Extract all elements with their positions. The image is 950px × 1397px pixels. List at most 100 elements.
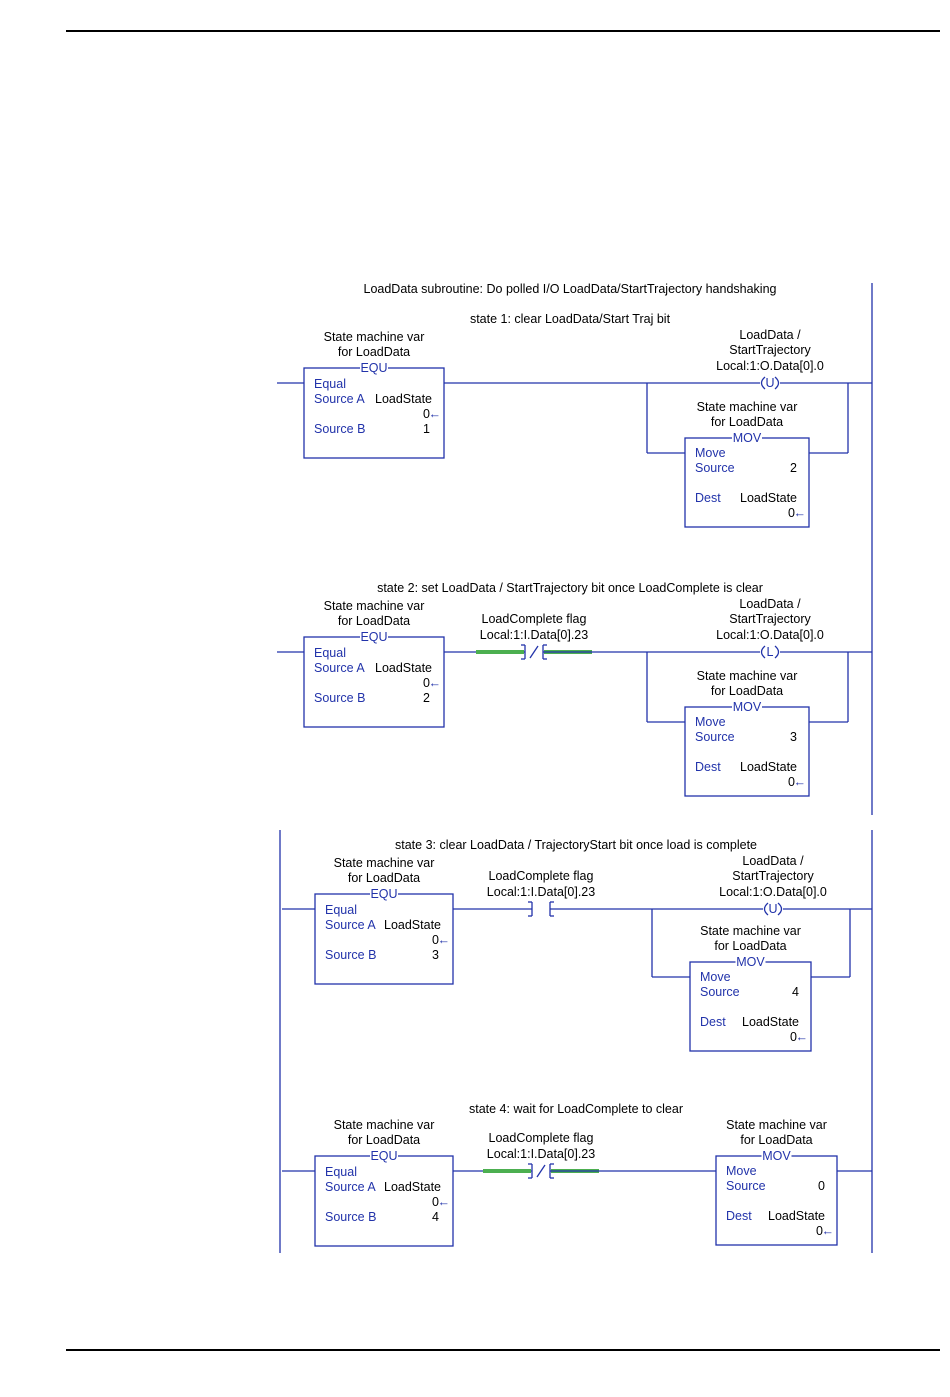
equ-name: Equal: [314, 646, 346, 660]
coil-right-arc: [774, 645, 780, 659]
mov-name: Move: [726, 1164, 757, 1178]
rung-4: state 4: wait for LoadComplete to clearS…: [282, 1102, 872, 1247]
arrow-left-icon: ←: [822, 1224, 835, 1238]
coil-name-line1: LoadData /: [739, 597, 801, 611]
mov-block: [689, 961, 812, 1052]
arrow-left-icon: ←: [796, 1030, 809, 1044]
equ-source-a-label: Source A: [314, 392, 365, 406]
mov-description-line1: State machine var: [700, 924, 801, 938]
equ-mnemonic-bg: [370, 888, 398, 900]
mov-block: [684, 706, 810, 797]
mov-mnemonic: MOV: [762, 1149, 791, 1163]
mov-description-line2: for LoadData: [711, 415, 783, 429]
contact-xio-slash: [529, 645, 539, 659]
equ-source-b-label: Source B: [325, 948, 376, 962]
arrow-left-icon: ←: [794, 506, 807, 520]
equ-name: Equal: [314, 377, 346, 391]
mov-mnemonic: MOV: [733, 700, 762, 714]
contact-xio-slash: [536, 1164, 546, 1178]
equ-mnemonic-bg: [370, 1150, 398, 1162]
coil-name-line2: StartTrajectory: [729, 343, 811, 357]
equ-block: [303, 636, 445, 728]
arrow-left-icon: ←: [794, 775, 807, 789]
contact-tag: Local:1:I.Data[0].23: [487, 1147, 595, 1161]
equ-name: Equal: [325, 1165, 357, 1179]
equ-source-b-label: Source B: [314, 691, 365, 705]
mov-description-line1: State machine var: [697, 669, 798, 683]
page-rule-top: [66, 30, 940, 32]
mov-mnemonic: MOV: [733, 431, 762, 445]
coil-right-arc: [774, 376, 780, 390]
equ-description-line2: for LoadData: [348, 1133, 420, 1147]
equ-description-line1: State machine var: [334, 856, 435, 870]
equ-mnemonic-bg: [360, 631, 388, 643]
equ-source-a-tag: LoadState: [375, 661, 432, 675]
mov-dest-value: 0: [788, 506, 795, 520]
equ-description-line1: State machine var: [334, 1118, 435, 1132]
equ-source-b-value: 2: [423, 691, 430, 705]
rung-comment: state 1: clear LoadData/Start Traj bit: [470, 312, 671, 326]
mov-dest-tag: LoadState: [740, 491, 797, 505]
equ-mnemonic-bg: [360, 362, 388, 374]
equ-source-a-label: Source A: [325, 918, 376, 932]
mov-source-value: 2: [790, 461, 797, 475]
mov-name: Move: [695, 715, 726, 729]
equ-description-line2: for LoadData: [348, 871, 420, 885]
equ-source-b-value: 4: [432, 1210, 439, 1224]
mov-name: Move: [700, 970, 731, 984]
rung-3: state 3: clear LoadData / TrajectoryStar…: [282, 838, 872, 1052]
equ-source-b-label: Source B: [314, 422, 365, 436]
mov-source-value: 0: [818, 1179, 825, 1193]
rung-1: state 1: clear LoadData/Start Traj bitSt…: [277, 312, 872, 528]
equ-source-a-value: 0: [423, 676, 430, 690]
mov-description-line1: State machine var: [697, 400, 798, 414]
equ-mnemonic: EQU: [360, 630, 387, 644]
mov-dest-tag: LoadState: [740, 760, 797, 774]
equ-mnemonic: EQU: [370, 1149, 397, 1163]
coil-left-arc: [763, 902, 769, 916]
rung-2: state 2: set LoadData / StartTrajectory …: [277, 581, 872, 797]
mov-dest-value: 0: [788, 775, 795, 789]
contact-description: LoadComplete flag: [489, 869, 594, 883]
mov-mnemonic-bg: [735, 956, 766, 968]
coil-name-line2: StartTrajectory: [729, 612, 811, 626]
coil-left-arc: [760, 645, 766, 659]
coil-tag: Local:1:O.Data[0].0: [716, 359, 824, 373]
equ-source-a-value: 0: [432, 933, 439, 947]
arrow-left-icon: ←: [438, 933, 451, 947]
equ-source-a-label: Source A: [314, 661, 365, 675]
equ-source-a-tag: LoadState: [375, 392, 432, 406]
equ-source-a-value: 0: [432, 1195, 439, 1209]
equ-description-line1: State machine var: [324, 330, 425, 344]
mov-description-line2: for LoadData: [740, 1133, 812, 1147]
mov-source-value: 3: [790, 730, 797, 744]
mov-dest-label: Dest: [726, 1209, 752, 1223]
coil-tag: Local:1:O.Data[0].0: [719, 885, 827, 899]
mov-mnemonic: MOV: [736, 955, 765, 969]
coil-tag: Local:1:O.Data[0].0: [716, 628, 824, 642]
mov-dest-label: Dest: [695, 491, 721, 505]
rung-comment: state 4: wait for LoadComplete to clear: [469, 1102, 683, 1116]
mov-dest-tag: LoadState: [768, 1209, 825, 1223]
mov-dest-tag: LoadState: [742, 1015, 799, 1029]
coil-symbol: L: [767, 645, 774, 659]
equ-block: [314, 893, 454, 985]
mov-source-label: Source: [700, 985, 740, 999]
equ-source-a-tag: LoadState: [384, 1180, 441, 1194]
rung-comment: state 2: set LoadData / StartTrajectory …: [377, 581, 763, 595]
rungs-group: state 1: clear LoadData/Start Traj bitSt…: [277, 312, 872, 1247]
equ-source-b-value: 1: [423, 422, 430, 436]
equ-source-a-label: Source A: [325, 1180, 376, 1194]
mov-source-value: 4: [792, 985, 799, 999]
mov-dest-value: 0: [790, 1030, 797, 1044]
equ-name: Equal: [325, 903, 357, 917]
coil-name-line1: LoadData /: [739, 328, 801, 342]
coil-symbol: U: [768, 902, 777, 916]
arrow-left-icon: ←: [438, 1195, 451, 1209]
mov-dest-value: 0: [816, 1224, 823, 1238]
page-rule-bottom: [66, 1349, 940, 1351]
coil-right-arc: [777, 902, 783, 916]
mov-dest-label: Dest: [695, 760, 721, 774]
mov-source-label: Source: [695, 461, 735, 475]
